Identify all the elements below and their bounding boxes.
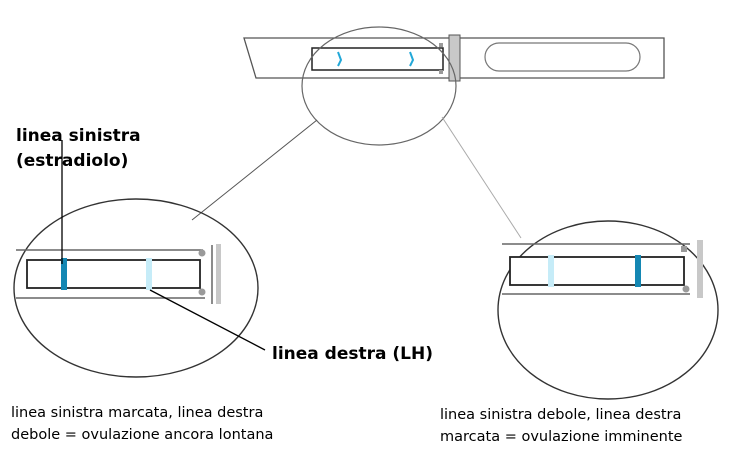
label-left-line-title: linea sinistra	[16, 126, 141, 146]
zoom-circle-left	[13, 198, 259, 378]
right-line-faint	[146, 258, 152, 290]
device-dot-bottom	[439, 70, 443, 74]
label-right-line: linea destra (LH)	[272, 344, 433, 364]
device-divider-bar	[448, 34, 461, 82]
device-result-window	[311, 47, 444, 71]
caption-left-line2: debole = ovulazione ancora lontana	[11, 427, 274, 443]
divider-bar	[216, 244, 221, 304]
label-left-line-subtitle: (estradiolo)	[16, 151, 129, 171]
right-line-strong	[635, 255, 641, 287]
caption-right-line2: marcata = ovulazione imminente	[440, 429, 683, 445]
caption-left-line1: linea sinistra marcata, linea destra	[11, 405, 264, 421]
left-line-faint	[548, 255, 554, 287]
caption-right-line1: linea sinistra debole, linea destra	[440, 407, 682, 423]
strip-result-window	[509, 256, 685, 286]
zoom-right	[497, 220, 719, 400]
connector-left	[191, 119, 318, 221]
test-stick-device	[243, 26, 665, 146]
divider-bar	[697, 240, 703, 298]
pointer-right-line	[149, 289, 266, 351]
zoom-left	[13, 140, 266, 378]
strip-result-window	[26, 259, 201, 289]
device-left-line	[337, 51, 343, 67]
device-grip-slot	[484, 42, 641, 72]
device-dot-top	[439, 43, 443, 47]
device-right-line	[409, 51, 415, 67]
zoom-ellipse-top	[301, 26, 457, 146]
dot-bottom	[198, 288, 206, 296]
dot-top	[198, 249, 206, 257]
zoom-circle-right	[497, 220, 719, 400]
dot-bottom	[682, 285, 690, 293]
left-line-strong	[61, 258, 67, 290]
connector-right	[441, 116, 522, 239]
dot-top	[681, 246, 687, 252]
